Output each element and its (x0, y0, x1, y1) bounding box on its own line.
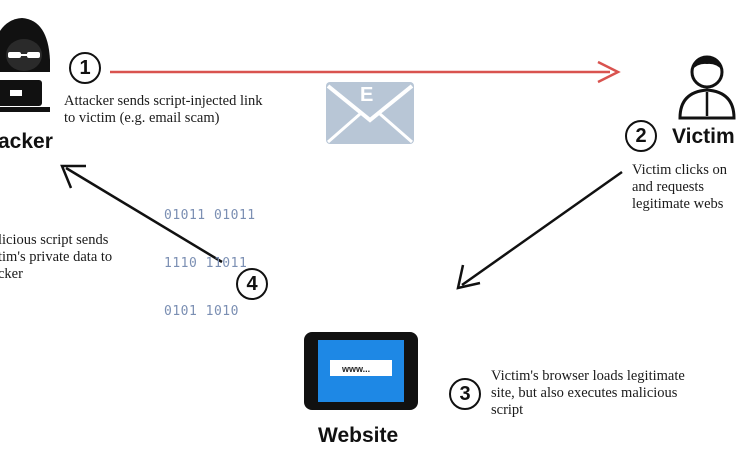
step-2-line-1: Victim clicks on (632, 162, 727, 178)
step-3-line-2: site, but also executes malicious (491, 385, 678, 401)
email-icon (326, 82, 414, 144)
website-url-bar: www... (342, 364, 371, 374)
step-3-badge: 3 (449, 378, 481, 410)
step-4-line-2: tim's private data to (0, 249, 113, 265)
attack-arrow-head (597, 60, 621, 84)
step-3-line-1: Victim's browser loads legitimate (491, 368, 685, 384)
website-label: Website (318, 424, 399, 447)
step-2-line-3: legitimate webs (632, 196, 724, 212)
binary-line-3: 0101 1010 (164, 304, 239, 319)
step-1-description: Attacker sends script-injected link to v… (64, 93, 263, 127)
step-1-badge: 1 (69, 52, 101, 84)
binary-line-2: 1110 11011 (164, 256, 248, 271)
step-4-line-3: cker (0, 266, 23, 282)
request-arrow-head (456, 264, 481, 290)
attacker-label: acker (0, 130, 53, 153)
binary-data-graphic: 01011 01011 1110 11011 0101 1010 (164, 176, 256, 336)
tablet-icon (304, 332, 418, 410)
exfil-arrow-head (60, 164, 86, 189)
step-2-line-2: and requests (632, 179, 705, 195)
step-4-line-1: licious script sends (0, 232, 109, 248)
step-4-badge: 4 (236, 268, 268, 300)
email-icon-letter: E (360, 84, 374, 106)
exfil-arrow (65, 166, 223, 264)
step-1-line-2: to victim (e.g. email scam) (64, 110, 220, 126)
step-1-line-1: Attacker sends script-injected link (64, 93, 263, 109)
request-arrow (461, 170, 623, 287)
step-2-description: Victim clicks on and requests legitimate… (632, 162, 727, 213)
step-2-badge: 2 (625, 120, 657, 152)
step-4-description: licious script sends tim's private data … (0, 232, 112, 283)
step-3-line-3: script (491, 402, 524, 418)
victim-icon (678, 55, 736, 120)
step-3-description: Victim's browser loads legitimate site, … (491, 368, 685, 419)
binary-line-1: 01011 01011 (164, 208, 256, 223)
hacker-icon (0, 18, 50, 112)
victim-label: Victim (672, 125, 735, 148)
